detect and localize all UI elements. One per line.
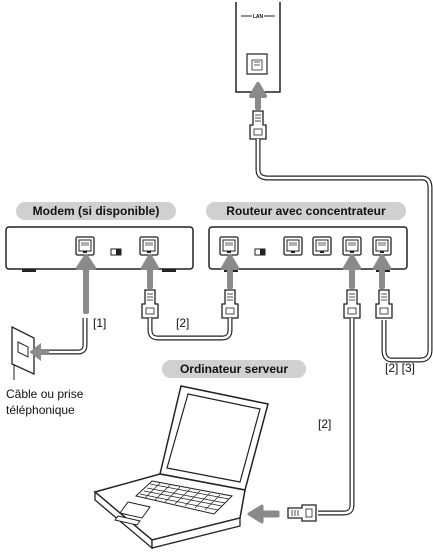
modem-device bbox=[5, 226, 194, 272]
arrow-up-icon bbox=[343, 254, 361, 289]
router-port-3[interactable] bbox=[342, 236, 362, 256]
svg-text:Routeur avec concentrateur: Routeur avec concentrateur bbox=[226, 204, 386, 218]
lan-plug-router-wan bbox=[221, 289, 239, 319]
cable-tag-2a: [2] bbox=[176, 316, 189, 330]
modem-port-lan[interactable] bbox=[139, 236, 159, 256]
phone-cable bbox=[46, 318, 87, 354]
tv-lan-panel: LAN bbox=[235, 2, 281, 93]
lan-cable-tv bbox=[256, 139, 432, 362]
server-label: Ordinateur serveur bbox=[162, 360, 306, 378]
router-port-4[interactable] bbox=[372, 236, 392, 256]
svg-text:Modem (si disponible): Modem (si disponible) bbox=[33, 204, 160, 218]
arrow-up-icon bbox=[221, 254, 239, 289]
lan-cable-laptop bbox=[318, 318, 354, 515]
arrow-up-icon bbox=[76, 254, 96, 314]
cable-tag-1: [1] bbox=[93, 316, 106, 330]
wall-outlet-label-2: téléphonique bbox=[6, 403, 75, 417]
router-port-2[interactable] bbox=[312, 236, 332, 256]
lan-plug-router-tv bbox=[375, 289, 393, 319]
cable-tag-2-3: [2] [3] bbox=[385, 361, 415, 375]
lan-plug-modem bbox=[141, 289, 159, 319]
lan-cable-modem-router bbox=[148, 318, 232, 340]
arrow-up-icon bbox=[373, 254, 391, 289]
arrow-up-icon bbox=[141, 254, 159, 289]
lan-plug-tv bbox=[249, 110, 267, 140]
modem-label: Modem (si disponible) bbox=[16, 202, 176, 220]
svg-text:Ordinateur serveur: Ordinateur serveur bbox=[180, 362, 288, 376]
arrow-left-icon bbox=[29, 342, 49, 362]
lan-plug-laptop bbox=[287, 504, 317, 522]
wall-outlet bbox=[11, 325, 35, 380]
lan-port[interactable] bbox=[246, 53, 268, 75]
router-port-wan[interactable] bbox=[219, 236, 239, 256]
lan-port-label: LAN bbox=[253, 14, 264, 20]
wall-outlet-label-1: Câble ou prise bbox=[6, 387, 84, 401]
router-label: Routeur avec concentrateur bbox=[206, 202, 406, 220]
lan-plug-router-laptop bbox=[343, 289, 361, 319]
router-port-1[interactable] bbox=[283, 236, 303, 256]
arrow-left-icon bbox=[247, 504, 280, 524]
arrow-up-icon bbox=[249, 82, 267, 110]
modem-port-line[interactable] bbox=[75, 236, 95, 256]
laptop-icon bbox=[93, 385, 269, 550]
cable-tag-2b: [2] bbox=[318, 417, 331, 431]
